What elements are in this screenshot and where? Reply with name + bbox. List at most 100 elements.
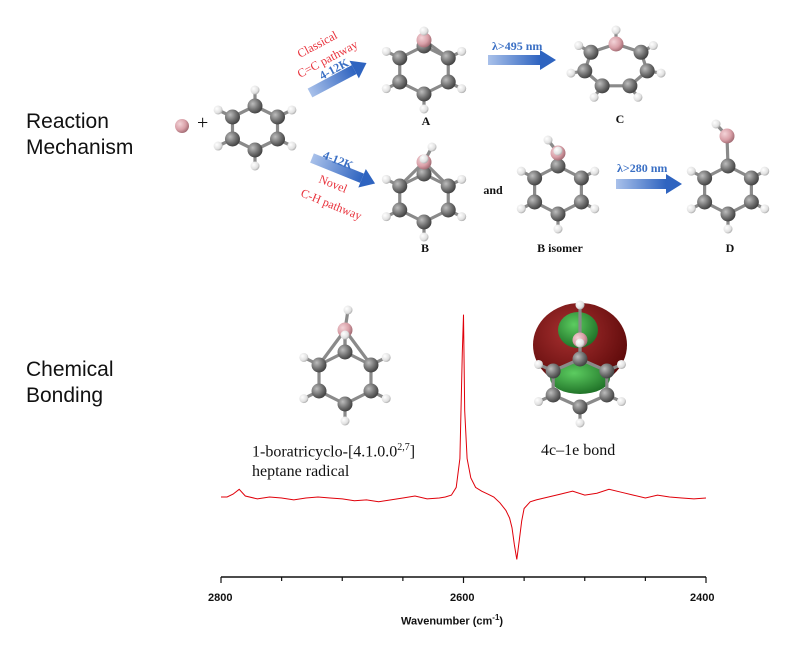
hydrogen-atom bbox=[299, 352, 309, 362]
reactant-boron-atom bbox=[175, 119, 189, 133]
section-title-reaction-mechanism: Reaction Mechanism bbox=[26, 109, 133, 161]
carbon-atom bbox=[545, 363, 561, 379]
carbon-atom bbox=[550, 158, 566, 174]
carbon-atom bbox=[639, 63, 655, 79]
section-title-chemical-bonding: Chemical Bonding bbox=[26, 357, 114, 409]
hydrogen-atom bbox=[457, 212, 467, 222]
molecule-C bbox=[566, 25, 666, 102]
section-title-line: Bonding bbox=[26, 384, 104, 407]
label-species-C: C bbox=[615, 112, 625, 126]
carbon-atom bbox=[572, 351, 588, 367]
hydrogen-atom bbox=[575, 300, 585, 310]
boron-atom bbox=[416, 32, 432, 48]
carbon-atom bbox=[720, 158, 736, 174]
hydrogen-atom bbox=[553, 146, 563, 156]
carbon-atom bbox=[224, 131, 240, 147]
hydrogen-atom bbox=[553, 224, 563, 234]
x-axis-label-sup: -1 bbox=[492, 613, 500, 622]
molecule-A bbox=[381, 26, 467, 114]
carbon-atom bbox=[363, 383, 379, 399]
hydrogen-atom bbox=[760, 166, 770, 176]
hydrogen-atom bbox=[686, 204, 696, 214]
carbon-atom bbox=[527, 170, 543, 186]
hydrogen-atom bbox=[427, 142, 437, 152]
arrow-top-left bbox=[307, 60, 367, 98]
hydrogen-atom bbox=[340, 416, 350, 426]
carbon-atom bbox=[224, 109, 240, 125]
carbon-atom bbox=[720, 206, 736, 222]
carbon-atom bbox=[633, 44, 649, 60]
carbon-atom bbox=[416, 86, 432, 102]
hydrogen-atom bbox=[419, 232, 429, 242]
arrow-bottom-left-caption-2: C-H pathway bbox=[299, 186, 364, 223]
carbon-atom bbox=[743, 170, 759, 186]
carbon-atom bbox=[440, 202, 456, 218]
carbon-atom bbox=[337, 396, 353, 412]
carbon-atom bbox=[247, 98, 263, 114]
hydrogen-atom bbox=[419, 154, 429, 164]
x-axis-label-text: Wavenumber (cm bbox=[401, 615, 493, 628]
hydrogen-atom bbox=[381, 84, 391, 94]
carbon-atom bbox=[440, 178, 456, 194]
hydrogen-atom bbox=[381, 212, 391, 222]
orbital-lobe-green bbox=[558, 312, 598, 348]
carbon-atom bbox=[599, 363, 615, 379]
hydrogen-atom bbox=[457, 84, 467, 94]
benzene-molecule bbox=[213, 85, 297, 171]
carbon-atom bbox=[550, 206, 566, 222]
molecule-orbital-4c1e bbox=[533, 300, 627, 428]
hydrogen-atom bbox=[589, 92, 599, 102]
hydrogen-atom bbox=[381, 352, 391, 362]
carbon-atom bbox=[594, 78, 610, 94]
spectrum-chart bbox=[220, 314, 707, 583]
carbon-atom bbox=[583, 44, 599, 60]
carbon-atom bbox=[599, 387, 615, 403]
hydrogen-atom bbox=[343, 305, 353, 315]
hydrogen-atom bbox=[287, 141, 297, 151]
label-species-A: A bbox=[421, 114, 431, 128]
hydrogen-atom bbox=[534, 397, 544, 407]
plus-sign: + bbox=[197, 112, 209, 134]
x-tick-label-2600: 2600 bbox=[450, 592, 475, 604]
carbon-atom bbox=[697, 170, 713, 186]
arrow-top-right-label: λ>495 nm bbox=[492, 39, 542, 53]
hydrogen-atom bbox=[516, 166, 526, 176]
hydrogen-atom bbox=[419, 26, 429, 36]
carbon-atom bbox=[416, 214, 432, 230]
arrow-bottom-right-label: λ>280 nm bbox=[617, 161, 667, 175]
hydrogen-atom bbox=[250, 161, 260, 171]
hydrogen-atom bbox=[648, 41, 658, 51]
hydrogen-atom bbox=[287, 105, 297, 115]
hydrogen-atom bbox=[457, 46, 467, 56]
label-species-D: D bbox=[725, 241, 735, 255]
hydrogen-atom bbox=[723, 224, 733, 234]
hydrogen-atom bbox=[457, 174, 467, 184]
hydrogen-atom bbox=[616, 359, 626, 369]
orbital-lobe-green bbox=[550, 362, 610, 394]
label-species-B-isomer: B isomer bbox=[537, 241, 583, 255]
carbon-atom bbox=[311, 383, 327, 399]
caption-line2: heptane radical bbox=[252, 463, 350, 481]
hydrogen-atom bbox=[616, 397, 626, 407]
caption-4c1e-bond: 4c–1e bond bbox=[541, 442, 616, 459]
hydrogen-atom bbox=[575, 338, 585, 348]
x-axis-label-end: ) bbox=[499, 615, 504, 628]
carbon-atom bbox=[270, 131, 286, 147]
hydrogen-atom bbox=[419, 104, 429, 114]
label-species-B: B bbox=[420, 241, 429, 255]
carbon-atom bbox=[440, 50, 456, 66]
carbon-atom bbox=[337, 344, 353, 360]
section-title-line: Mechanism bbox=[26, 136, 134, 159]
spectrum-series-line bbox=[221, 314, 707, 560]
x-tick-label-2400: 2400 bbox=[690, 592, 715, 604]
x-axis-ticks bbox=[220, 577, 707, 583]
carbon-atom bbox=[572, 399, 588, 415]
carbon-atom bbox=[247, 142, 263, 158]
boron-atom bbox=[719, 128, 735, 144]
hydrogen-atom bbox=[299, 394, 309, 404]
hydrogen-atom bbox=[711, 119, 721, 129]
boron-atom bbox=[608, 36, 624, 52]
caption-line1-end: ] bbox=[409, 443, 416, 461]
arrow-bottom-left bbox=[310, 153, 376, 188]
